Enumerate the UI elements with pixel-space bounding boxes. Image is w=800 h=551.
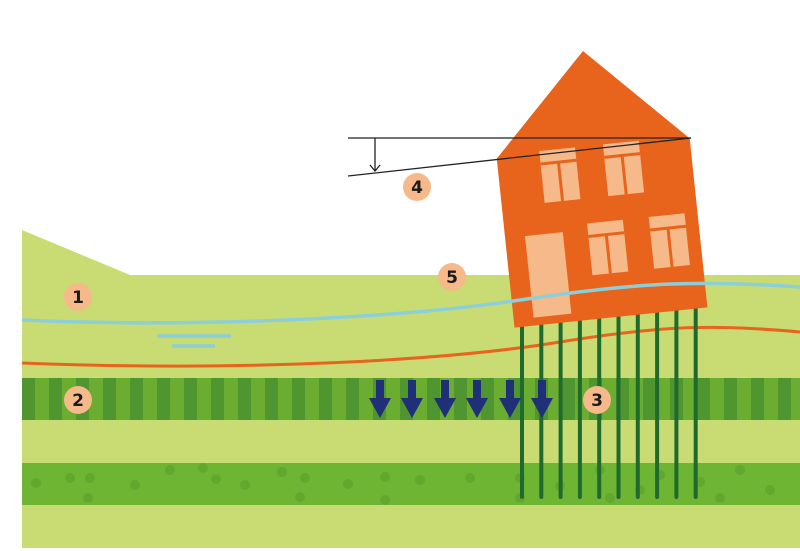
- sand-dot: [415, 475, 425, 485]
- sand-dot: [735, 465, 745, 475]
- marker-3: 3: [583, 386, 611, 414]
- marker-1-label: 1: [72, 288, 84, 308]
- marker-2: 2: [64, 386, 92, 414]
- clay-stripe: [724, 378, 737, 420]
- sand-dot: [765, 485, 775, 495]
- groundwater-line: [21, 281, 800, 325]
- down-arrow-icon: [499, 380, 521, 418]
- down-arrow-icon: [434, 380, 456, 418]
- clay-stripe: [157, 378, 170, 420]
- sand-dot: [165, 465, 175, 475]
- sand-dot: [65, 473, 75, 483]
- tilt-indicator: [347, 137, 692, 177]
- orange-level-line: [21, 325, 800, 368]
- marker-3-label: 3: [591, 391, 603, 411]
- sand-dot: [605, 493, 615, 503]
- marker-1: 1: [64, 283, 92, 311]
- clay-stripe: [346, 378, 359, 420]
- sand-dot: [198, 463, 208, 473]
- soil-layer-middle: [22, 420, 800, 463]
- clay-stripe: [238, 378, 251, 420]
- clay-stripe: [103, 378, 116, 420]
- marker-4-label: 4: [411, 178, 423, 198]
- sand-dot: [295, 492, 305, 502]
- clay-stripe: [22, 378, 35, 420]
- compression-arrows: [369, 380, 553, 418]
- marker-4: 4: [403, 173, 431, 201]
- down-arrow-icon: [369, 380, 391, 418]
- clay-stripe: [751, 378, 764, 420]
- clay-stripe: [130, 378, 143, 420]
- clay-stripe: [697, 378, 710, 420]
- sand-dot: [715, 493, 725, 503]
- sand-dot: [465, 473, 475, 483]
- down-arrow-icon: [401, 380, 423, 418]
- top-soil-layer: [22, 230, 800, 378]
- soil-layer-bottom: [22, 505, 800, 548]
- clay-stripe: [427, 378, 440, 420]
- clay-stripe: [211, 378, 224, 420]
- clay-stripe: [454, 378, 467, 420]
- sand-dot: [380, 495, 390, 505]
- marker-2-label: 2: [72, 391, 84, 411]
- sand-dot: [380, 472, 390, 482]
- sand-dot: [83, 493, 93, 503]
- sand-dot: [343, 479, 353, 489]
- clay-stripe: [292, 378, 305, 420]
- sand-dot: [130, 480, 140, 490]
- clay-stripe: [319, 378, 332, 420]
- clay-stripe: [562, 378, 575, 420]
- sand-dot: [240, 480, 250, 490]
- sand-dot: [211, 474, 221, 484]
- clay-stripe: [184, 378, 197, 420]
- marker-5-label: 5: [446, 268, 458, 288]
- clay-stripe: [49, 378, 62, 420]
- down-arrow-icon: [466, 380, 488, 418]
- sand-dot: [300, 473, 310, 483]
- sand-dot: [85, 473, 95, 483]
- sand-layer-dotted: [22, 463, 800, 505]
- clay-stripe: [265, 378, 278, 420]
- sand-dot: [31, 478, 41, 488]
- clay-stripe: [778, 378, 791, 420]
- marker-5: 5: [438, 263, 466, 291]
- sand-dot: [277, 467, 287, 477]
- clay-stripe: [643, 378, 656, 420]
- clay-stripe: [481, 378, 494, 420]
- down-arrow-icon: [531, 380, 553, 418]
